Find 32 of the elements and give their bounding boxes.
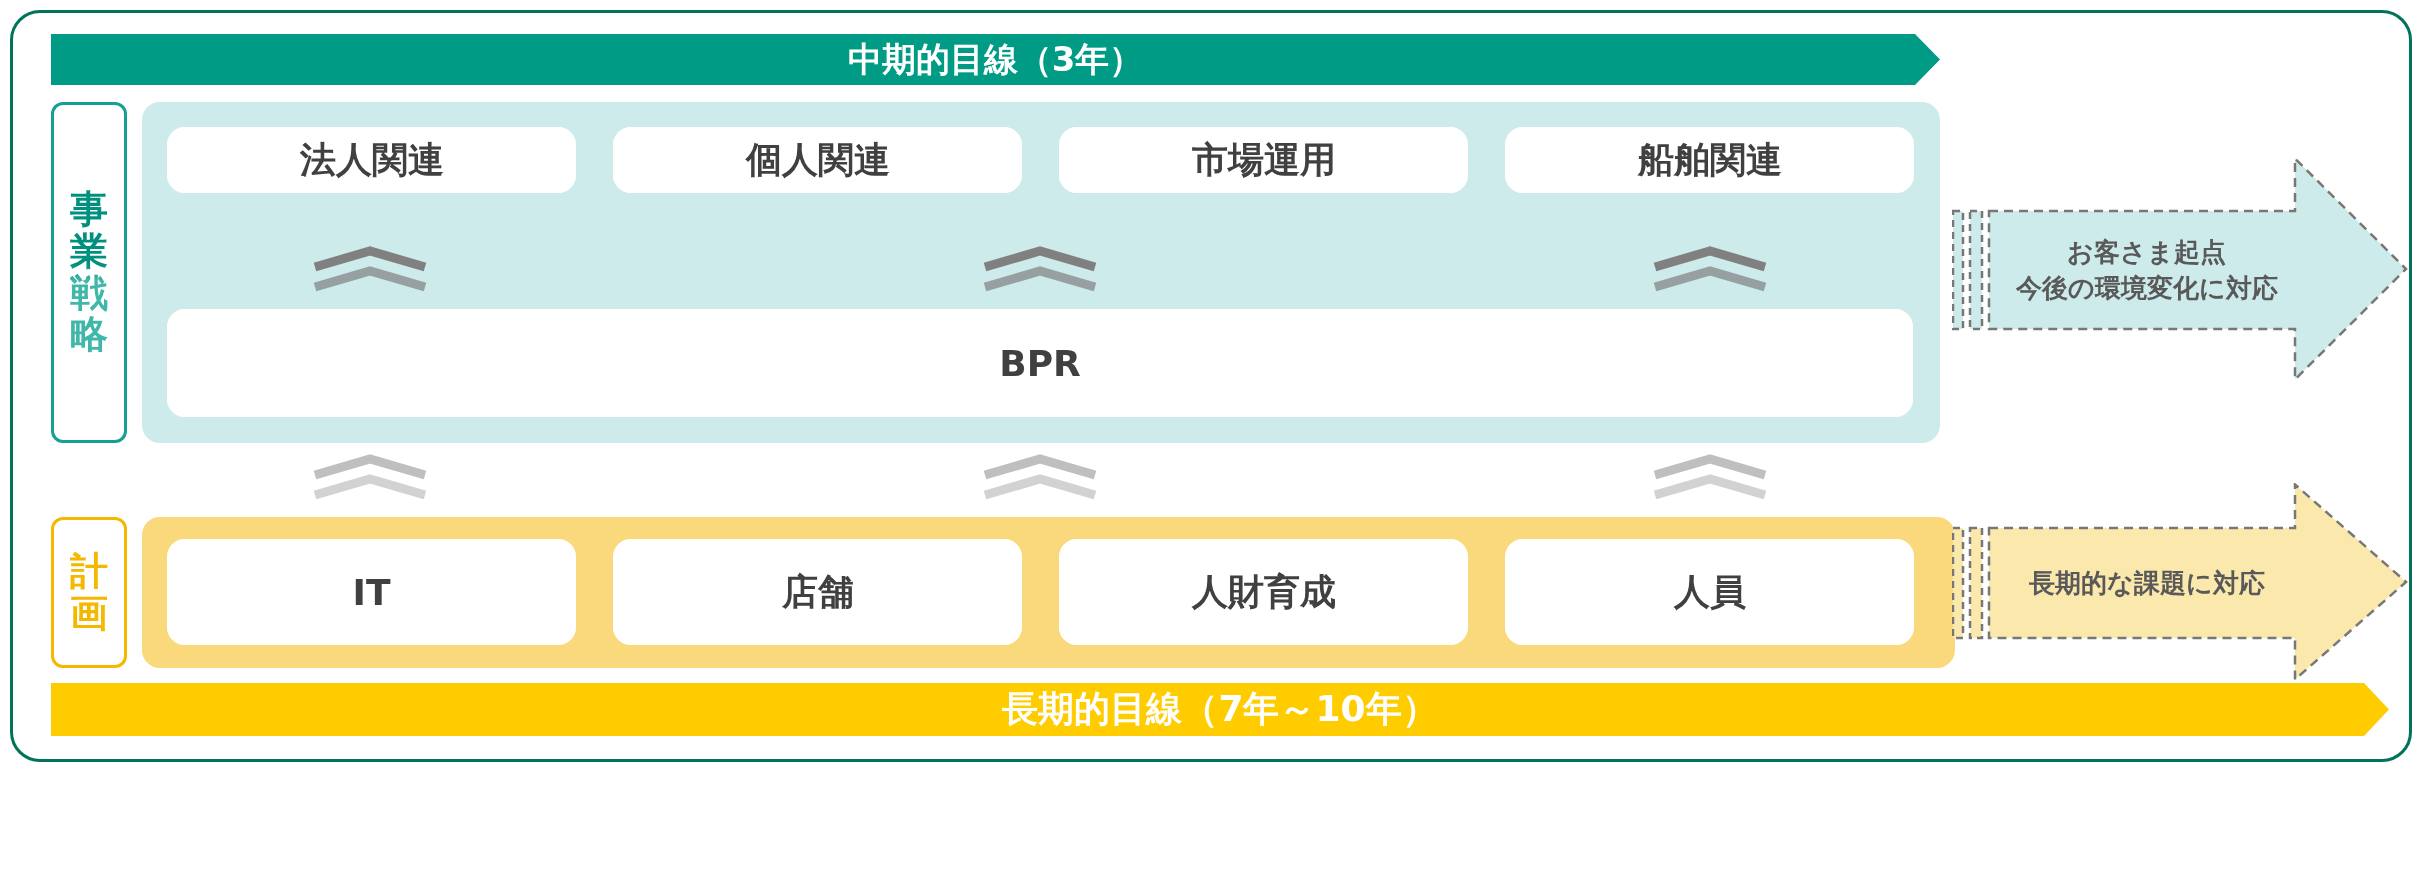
box-label: 人員 [1673, 569, 1746, 614]
box-label: 船舶関連 [1637, 137, 1782, 182]
timeline-band [51, 34, 1940, 85]
category-label-box [51, 517, 127, 668]
dashed-block-arrow [1952, 483, 2408, 681]
item-card [167, 127, 576, 193]
arrow-text: 長期的な課題に対応 [2028, 566, 2265, 600]
box-label: IT [352, 571, 391, 613]
item-card [1505, 127, 1914, 193]
box-label: 長期的目線（7年～10年） [1002, 687, 1438, 731]
box-label: 個人関連 [745, 137, 890, 182]
group-panel [142, 102, 1940, 443]
arrow-text: お客さま起点 [2067, 235, 2226, 269]
box-label: 市場運用 [1191, 137, 1336, 182]
box-label: 中期的目線（3年） [847, 37, 1144, 81]
item-card [1059, 127, 1468, 193]
item-card [1059, 539, 1468, 645]
item-card [167, 309, 1913, 417]
item-card [613, 127, 1022, 193]
item-card [167, 539, 576, 645]
item-card [1505, 539, 1914, 645]
group-panel [142, 517, 1955, 668]
item-card [613, 539, 1022, 645]
dashed-block-arrow [1952, 157, 2408, 381]
category-label-box [51, 102, 127, 443]
box-label: 人財育成 [1191, 569, 1336, 614]
box-label: 店舗 [781, 569, 854, 614]
vertical-label: 計画 [70, 550, 108, 635]
box-label: BPR [999, 342, 1081, 384]
box-label: 法人関連 [299, 137, 444, 182]
arrow-text: 今後の環境変化に対応 [2015, 272, 2278, 305]
timeline-band [51, 683, 2389, 736]
